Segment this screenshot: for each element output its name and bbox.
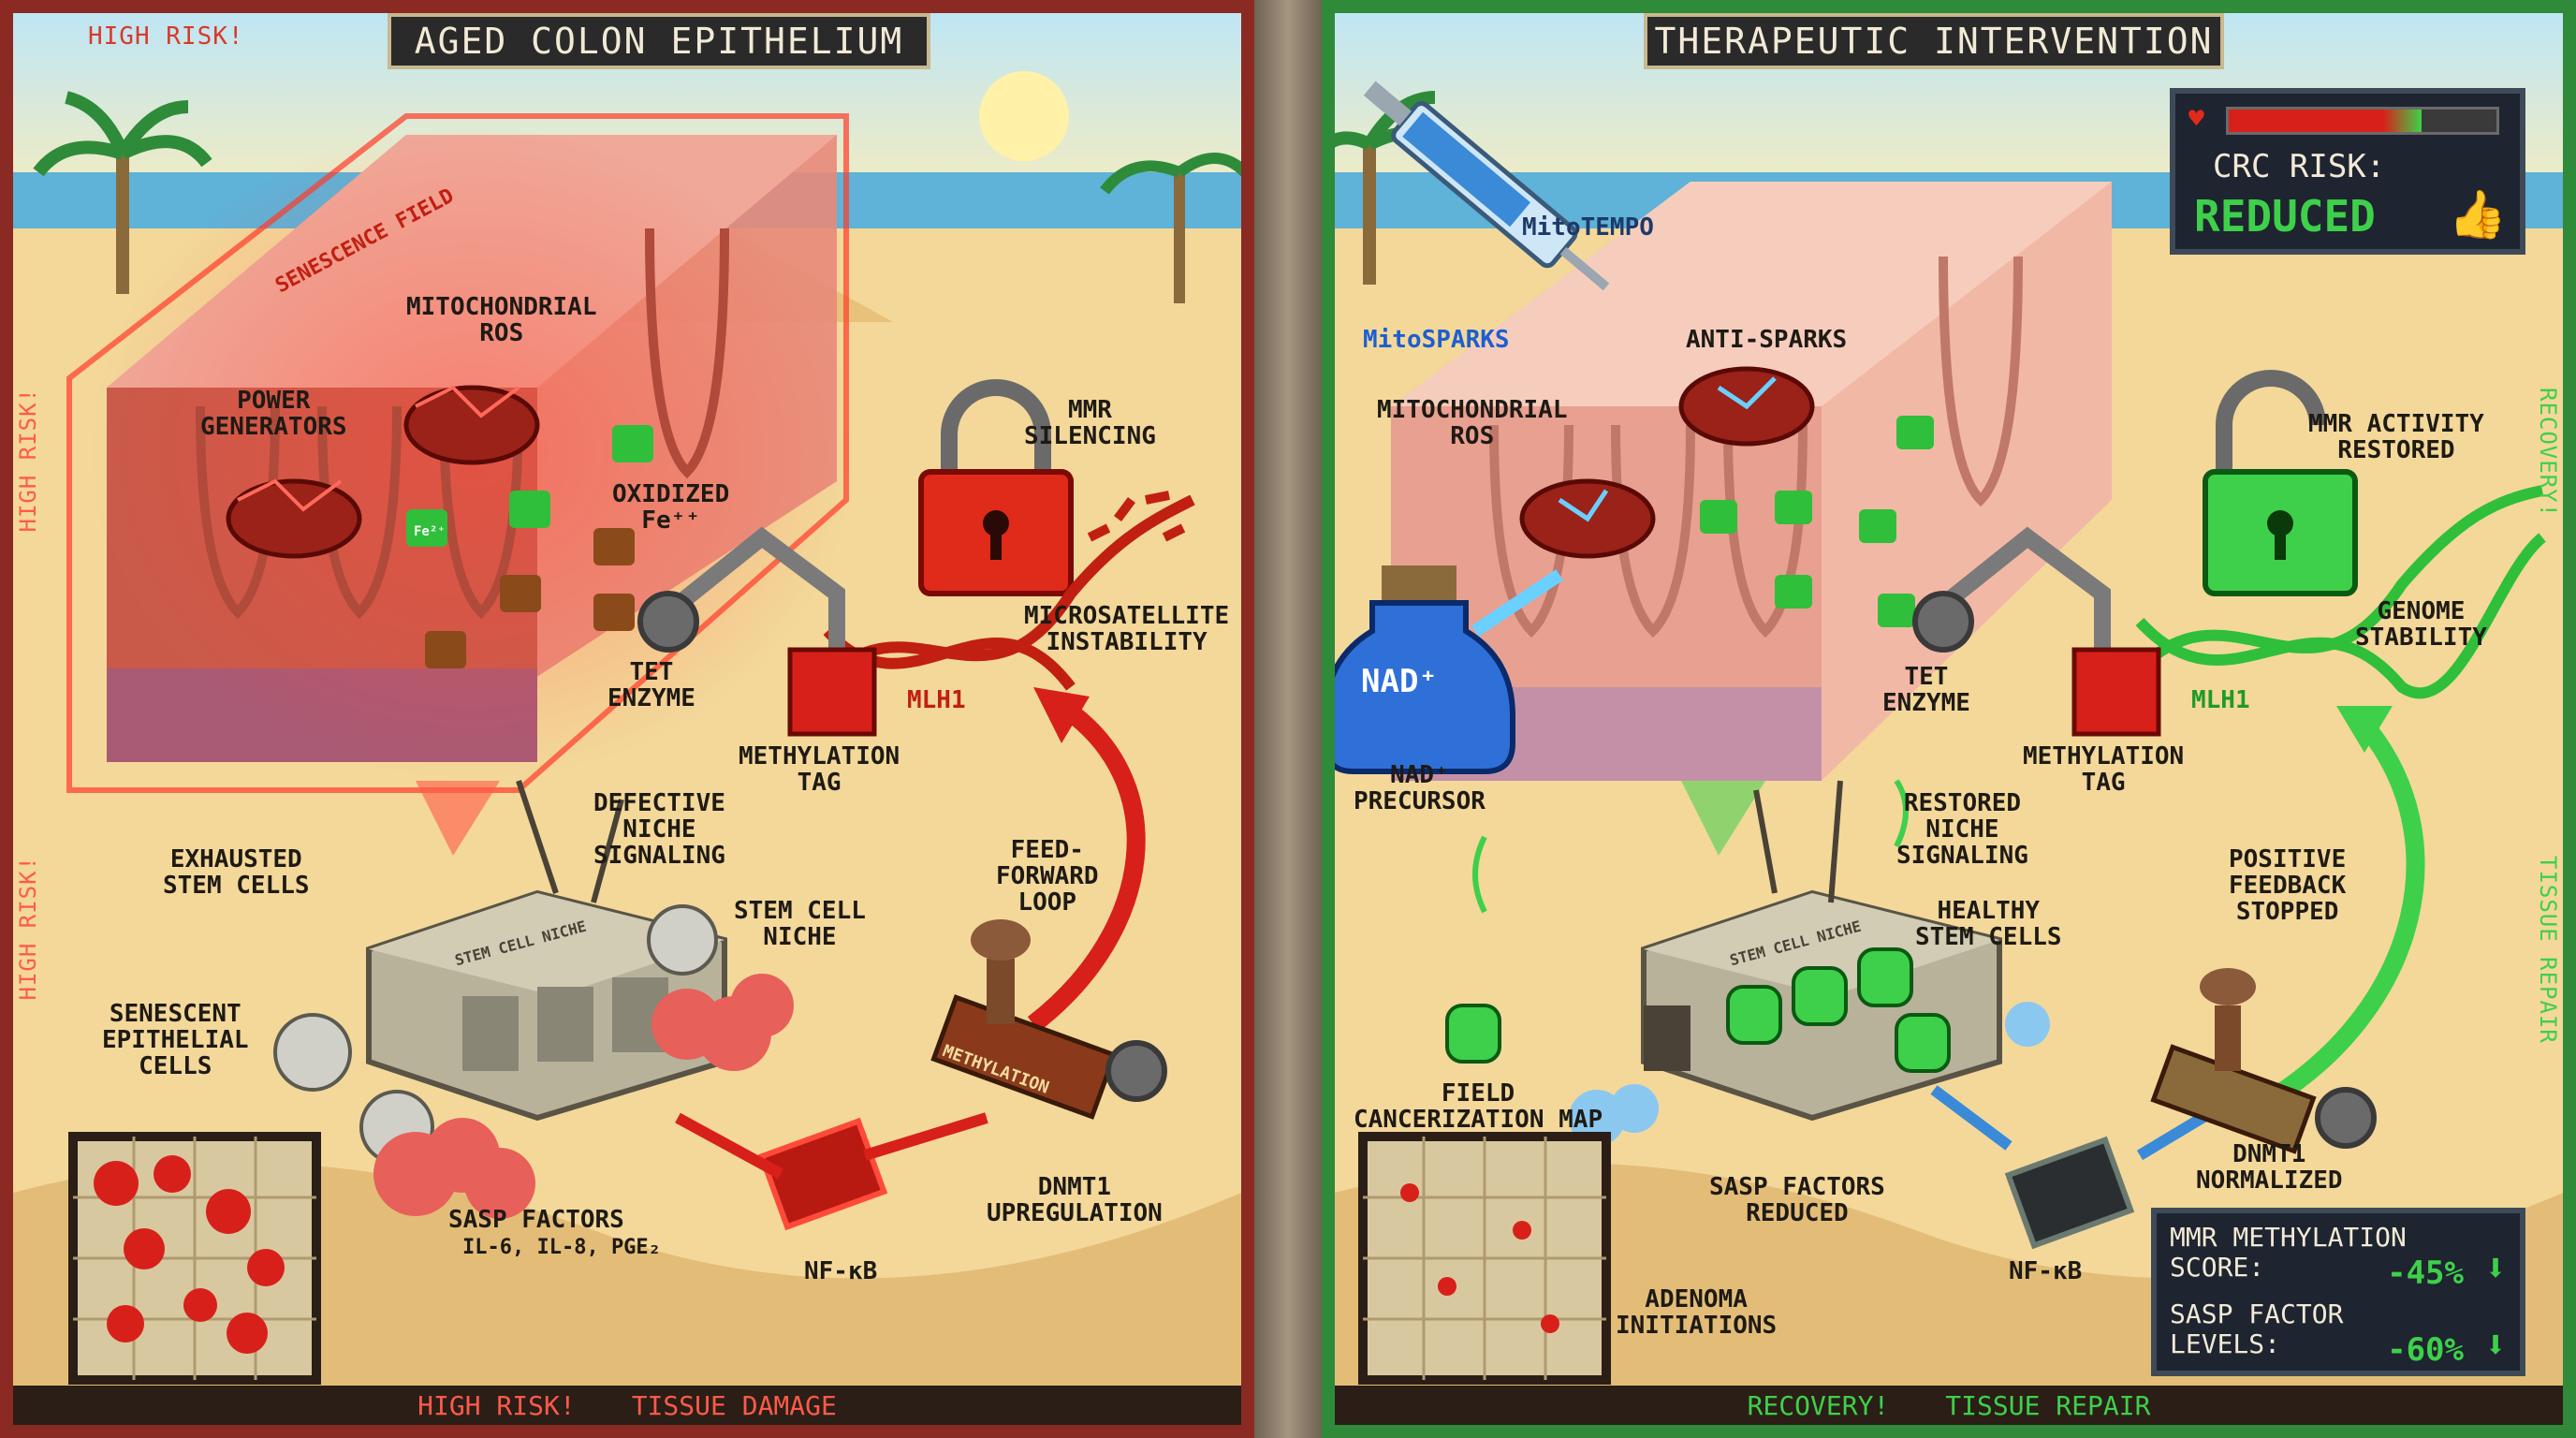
mlh1-label: MLH1 — [907, 686, 966, 714]
crc-risk-card: ♥ CRC RISK: REDUCED 👍 — [2170, 88, 2525, 255]
health-bar-fill — [2229, 110, 2422, 132]
nad-precursor-label: NAD⁺ PRECURSOR — [1354, 761, 1486, 815]
footer-status-tissue-damage: TISSUE DAMAGE — [631, 1389, 837, 1421]
nfkb-label: NF-κB — [2009, 1257, 2083, 1285]
mitochondrion-icon — [226, 478, 362, 559]
adenoma-initiations-label: ADENOMA INITIATIONS — [1616, 1285, 1778, 1340]
feed-forward-arrow — [1027, 697, 1146, 1032]
dna-helix-icon — [2135, 485, 2546, 699]
iron-ion-label: Fe²⁺ — [414, 524, 446, 539]
anti-sparks-label: ANTI-SPARKS — [1686, 326, 1848, 354]
locked-padlock-icon — [918, 379, 1074, 596]
page-title: THERAPEUTIC INTERVENTION — [1644, 13, 2224, 69]
page-title: AGED COLON EPITHELIUM — [388, 13, 930, 69]
iron-ion-icons — [1700, 416, 1934, 627]
genome-stability-label: GENOME STABILITY — [2355, 597, 2487, 652]
senescent-cells-label: SENESCENT EPITHELIAL CELLS — [102, 1000, 249, 1080]
aged-colon-panel: AGED COLON EPITHELIUM HIGH RISK! HIGH RI… — [0, 0, 1254, 1438]
mitosparks-label: MitoSPARKS — [1363, 326, 1510, 354]
mmr-score-label: MMR METHYLATION SCORE: — [2170, 1222, 2407, 1283]
exhausted-stem-cells-label: EXHAUSTED STEM CELLS — [163, 845, 310, 900]
stem-cell-niche-bunker — [366, 780, 727, 1122]
power-generators-label: POWER GENERATORS — [200, 387, 347, 441]
dnmt1-normalized-label: DNMT1 NORMALIZED — [2196, 1140, 2343, 1195]
down-arrow-icon: ⬇ — [2483, 1247, 2507, 1290]
sasp-reduced-label: SASP FACTORS REDUCED — [1709, 1173, 1885, 1227]
stem-cell-niche-label: STEM CELL NICHE — [734, 897, 866, 951]
mito-ros-label: MITOCHONDRIAL ROS — [406, 293, 597, 347]
thumbs-up-icon: 👍 — [2448, 187, 2507, 242]
methylation-tag-label: METHYLATION TAG — [739, 742, 900, 797]
heart-icon: ♥ — [2188, 103, 2204, 134]
risk-value: REDUCED — [2194, 191, 2376, 242]
sasp-list-label: IL-6, IL-8, PGE₂ — [462, 1236, 661, 1259]
field-cancerization-map — [68, 1132, 321, 1385]
gear-icon — [1912, 591, 1974, 653]
status-footer: RECOVERY! TISSUE REPAIR — [1335, 1386, 2563, 1425]
methylation-stamp-icon — [930, 919, 1118, 1120]
aged-colon-illustration — [13, 13, 1241, 1425]
down-arrow-icon: ⬇ — [2483, 1324, 2507, 1367]
score-card: MMR METHYLATION SCORE: -45% ⬇ SASP FACTO… — [2151, 1208, 2525, 1376]
mmr-restored-label: MMR ACTIVITY RESTORED — [2308, 410, 2484, 464]
gear-icon — [1105, 1040, 1167, 1102]
side-status-upper: RECOVERY! — [2535, 388, 2561, 519]
feed-forward-label: FEED- FORWARD LOOP — [996, 836, 1099, 917]
restored-niche-label: RESTORED NICHE SIGNALING — [1896, 789, 2028, 870]
positive-feedback-arrow — [2265, 718, 2425, 1108]
sun-icon — [979, 71, 1069, 161]
panel-divider — [1254, 0, 1322, 1438]
positive-feedback-label: POSITIVE FEEDBACK STOPPED — [2229, 845, 2347, 926]
nad-bottle-label: NAD⁺ — [1361, 663, 1438, 700]
defective-niche-label: DEFECTIVE NICHE SIGNALING — [593, 789, 725, 870]
unlocked-padlock-icon — [2203, 370, 2358, 596]
methylation-tag-label: METHYLATION TAG — [2023, 742, 2185, 797]
healthy-stem-cells-label: HEALTHY STEM CELLS — [1915, 897, 2062, 951]
risk-corner-label: HIGH RISK! — [88, 22, 244, 51]
senescent-cell-face-icon — [647, 904, 718, 976]
footer-status-tissue-repair: TISSUE REPAIR — [1945, 1389, 2151, 1421]
side-warning-lower: HIGH RISK! — [15, 856, 41, 1001]
sasp-level-value: -60% — [2387, 1331, 2464, 1369]
mmr-silencing-label: MMR SILENCING — [1024, 396, 1156, 450]
side-status-lower: TISSUE REPAIR — [2535, 856, 2561, 1044]
sasp-cloud — [373, 974, 794, 1219]
therapeutic-illustration — [1335, 13, 2563, 1425]
side-warning-upper: HIGH RISK! — [15, 388, 41, 533]
gear-icon — [637, 591, 699, 653]
methylation-stamp-icon — [2150, 968, 2317, 1154]
palm-tree-icon — [1100, 153, 1241, 303]
tet-enzyme-label: TET ENZYME — [607, 658, 695, 712]
status-footer: HIGH RISK! TISSUE DAMAGE — [13, 1386, 1241, 1425]
stem-cell-niche-bunker — [1445, 779, 2002, 1122]
risk-label: CRC RISK: — [2213, 148, 2386, 185]
methylation-tag-cube — [787, 647, 877, 737]
mitotempo-label: MitoTEMPO — [1522, 213, 1654, 242]
iron-ion-icons — [406, 425, 653, 668]
mlh1-label: MLH1 — [2191, 686, 2250, 714]
footer-status-recovery: RECOVERY! — [1747, 1389, 1890, 1421]
field-map-label: FIELD CANCERIZATION MAP — [1354, 1079, 1603, 1134]
field-cancerization-map — [1358, 1132, 1611, 1385]
health-bar — [2226, 107, 2499, 135]
senescent-cell-face-icon — [273, 1013, 352, 1092]
microsatellite-instability-label: MICROSATELLITE INSTABILITY — [1024, 602, 1230, 656]
oxidized-iron-label: OXIDIZED Fe⁺⁺ — [612, 480, 730, 535]
nfkb-chip-icon — [2004, 1136, 2135, 1250]
tet-enzyme-label: TET ENZYME — [1882, 663, 1970, 717]
mitochondrion-icon — [403, 385, 540, 465]
nfkb-label: NF-κB — [804, 1257, 878, 1285]
nad-bottle-icon — [1335, 565, 1563, 774]
healthy-stem-cell-icons — [1445, 947, 1951, 1073]
footer-status-high-risk: HIGH RISK! — [417, 1389, 576, 1421]
gear-icon — [2315, 1087, 2377, 1149]
methylation-tag-cube — [2071, 647, 2161, 737]
dnmt1-upregulation-label: DNMT1 UPREGULATION — [987, 1173, 1163, 1227]
sasp-level-label: SASP FACTOR LEVELS: — [2170, 1299, 2344, 1359]
sasp-factors-label: SASP FACTORS — [448, 1206, 624, 1234]
mito-ros-label: MITOCHONDRIAL ROS — [1377, 396, 1568, 450]
mmr-score-value: -45% — [2387, 1255, 2464, 1292]
mitotempo-syringe-icon — [1363, 81, 1610, 291]
therapeutic-intervention-panel: THERAPEUTIC INTERVENTION RECOVERY! TISSU… — [1322, 0, 2576, 1438]
